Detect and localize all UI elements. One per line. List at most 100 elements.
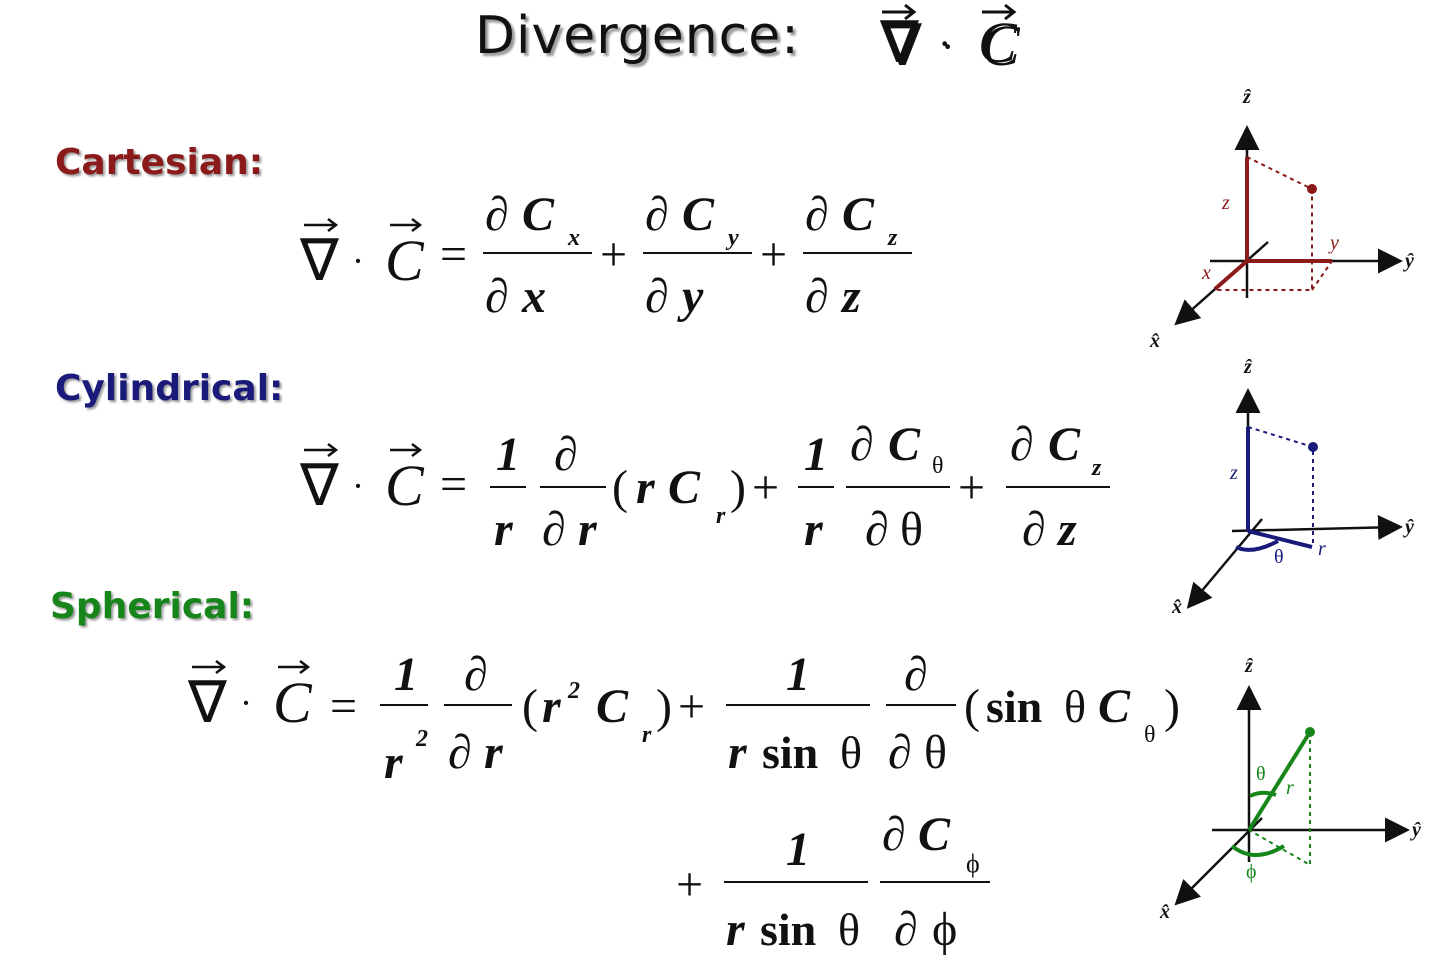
svg-text:C: C bbox=[385, 228, 425, 293]
svg-text:z: z bbox=[1056, 503, 1077, 556]
section-label-spherical: Spherical: bbox=[50, 586, 255, 627]
theta-label: θ bbox=[1274, 546, 1284, 568]
svg-text:): ) bbox=[730, 461, 746, 514]
svg-text:1: 1 bbox=[804, 428, 828, 481]
svg-text:C: C bbox=[842, 188, 875, 241]
svg-text:x: x bbox=[521, 270, 546, 323]
svg-text:∂: ∂ bbox=[882, 808, 906, 861]
svg-text:∂: ∂ bbox=[485, 188, 509, 241]
svg-text:∂: ∂ bbox=[448, 726, 472, 779]
svg-text:∇: ∇ bbox=[882, 13, 922, 78]
svg-text:x: x bbox=[567, 225, 580, 251]
svg-text:r: r bbox=[542, 680, 562, 733]
svg-text:∂: ∂ bbox=[865, 503, 889, 556]
z-axis-label: ẑ bbox=[1243, 356, 1253, 378]
svg-text:=: = bbox=[440, 228, 467, 281]
svg-text:∂: ∂ bbox=[542, 503, 566, 556]
svg-text:C: C bbox=[888, 418, 921, 471]
svg-text:r: r bbox=[384, 736, 404, 789]
svg-text:1: 1 bbox=[786, 823, 810, 876]
svg-text:z: z bbox=[887, 225, 898, 251]
svg-text:=: = bbox=[330, 680, 357, 733]
cylindrical-diagram: ẑ ŷ x̂ z θ r bbox=[1171, 356, 1414, 618]
title-expression: ∇ · C ∇ · C bbox=[879, 3, 1021, 78]
svg-text:r: r bbox=[494, 503, 514, 556]
svg-text:C: C bbox=[1048, 418, 1081, 471]
z-axis-label: ẑ bbox=[1244, 655, 1254, 677]
svg-text:y: y bbox=[677, 270, 704, 323]
r-label: r bbox=[1286, 777, 1294, 799]
svg-text:·: · bbox=[941, 24, 954, 69]
svg-text:y: y bbox=[725, 225, 739, 251]
svg-text:∂: ∂ bbox=[464, 648, 488, 701]
svg-text:C: C bbox=[522, 188, 555, 241]
svg-text:∂: ∂ bbox=[850, 418, 874, 471]
z-component-label: z bbox=[1221, 192, 1230, 214]
nabla-dot-c: ∇ · C bbox=[299, 218, 425, 293]
svg-text:r: r bbox=[636, 461, 656, 514]
svg-text:+: + bbox=[600, 228, 627, 281]
x-axis-label: x̂ bbox=[1171, 596, 1182, 618]
svg-text:∂: ∂ bbox=[645, 270, 669, 323]
svg-text:∂: ∂ bbox=[1022, 503, 1046, 556]
title-label: Divergence: bbox=[475, 6, 800, 66]
section-label-cylindrical: Cylindrical: bbox=[55, 368, 284, 409]
svg-text:(: ( bbox=[612, 461, 628, 514]
svg-text:∇: ∇ bbox=[299, 453, 339, 518]
svg-text:r: r bbox=[484, 726, 504, 779]
svg-text:1: 1 bbox=[496, 428, 520, 481]
y-axis-label: ŷ bbox=[1403, 516, 1414, 538]
svg-text:θ: θ bbox=[838, 904, 860, 955]
svg-text:C: C bbox=[682, 188, 715, 241]
svg-text:·: · bbox=[938, 21, 951, 66]
svg-text:sin: sin bbox=[986, 681, 1042, 732]
svg-text:sin: sin bbox=[760, 904, 816, 955]
svg-text:r: r bbox=[804, 503, 824, 556]
svg-text:θ: θ bbox=[924, 726, 947, 779]
y-component-label: y bbox=[1328, 232, 1339, 254]
svg-text:ϕ: ϕ bbox=[966, 849, 980, 878]
svg-text:2: 2 bbox=[415, 726, 428, 752]
svg-text:r: r bbox=[578, 503, 598, 556]
z-axis-label: ẑ bbox=[1242, 86, 1252, 108]
svg-text:r: r bbox=[716, 503, 726, 529]
cartesian-diagram: ẑ ŷ x̂ z y x bbox=[1149, 86, 1414, 352]
svg-text:(: ( bbox=[964, 680, 980, 733]
svg-text:C: C bbox=[273, 670, 313, 735]
svg-text:ϕ: ϕ bbox=[932, 903, 957, 956]
svg-text:+: + bbox=[760, 228, 787, 281]
svg-text:·: · bbox=[352, 466, 364, 506]
svg-text:∂: ∂ bbox=[888, 726, 912, 779]
svg-text:∇: ∇ bbox=[879, 10, 919, 75]
svg-text:C: C bbox=[1098, 680, 1131, 733]
svg-text:z: z bbox=[1091, 455, 1102, 481]
svg-text:=: = bbox=[440, 458, 467, 511]
svg-text:+: + bbox=[752, 461, 779, 514]
section-label-cartesian: Cartesian: bbox=[55, 142, 264, 183]
svg-text:(: ( bbox=[522, 680, 538, 733]
svg-text:θ: θ bbox=[932, 453, 944, 479]
svg-text:+: + bbox=[678, 680, 705, 733]
page-title: Divergence: ∇ · C ∇ · C bbox=[0, 2, 1432, 82]
svg-text:∂: ∂ bbox=[894, 903, 918, 956]
svg-text:∂: ∂ bbox=[805, 270, 829, 323]
svg-text:∂: ∂ bbox=[1010, 418, 1034, 471]
theta-label: θ bbox=[1256, 763, 1266, 785]
svg-text:∂: ∂ bbox=[904, 648, 928, 701]
svg-text:∂: ∂ bbox=[645, 188, 669, 241]
svg-text:1: 1 bbox=[786, 648, 810, 701]
svg-text:θ: θ bbox=[840, 727, 862, 778]
svg-text:+: + bbox=[958, 461, 985, 514]
svg-text:): ) bbox=[1164, 680, 1180, 733]
svg-text:C: C bbox=[385, 453, 425, 518]
nabla-dot-c: ∇ · C bbox=[187, 660, 313, 735]
phi-label: ϕ bbox=[1246, 861, 1257, 883]
svg-text:·: · bbox=[352, 241, 364, 281]
nabla-dot-c: ∇ · C bbox=[299, 443, 425, 518]
x-axis-label: x̂ bbox=[1159, 901, 1170, 923]
svg-text:∇: ∇ bbox=[187, 670, 227, 735]
x-component-label: x bbox=[1201, 262, 1211, 284]
svg-text:θ: θ bbox=[900, 503, 923, 556]
svg-text:r: r bbox=[726, 903, 746, 956]
